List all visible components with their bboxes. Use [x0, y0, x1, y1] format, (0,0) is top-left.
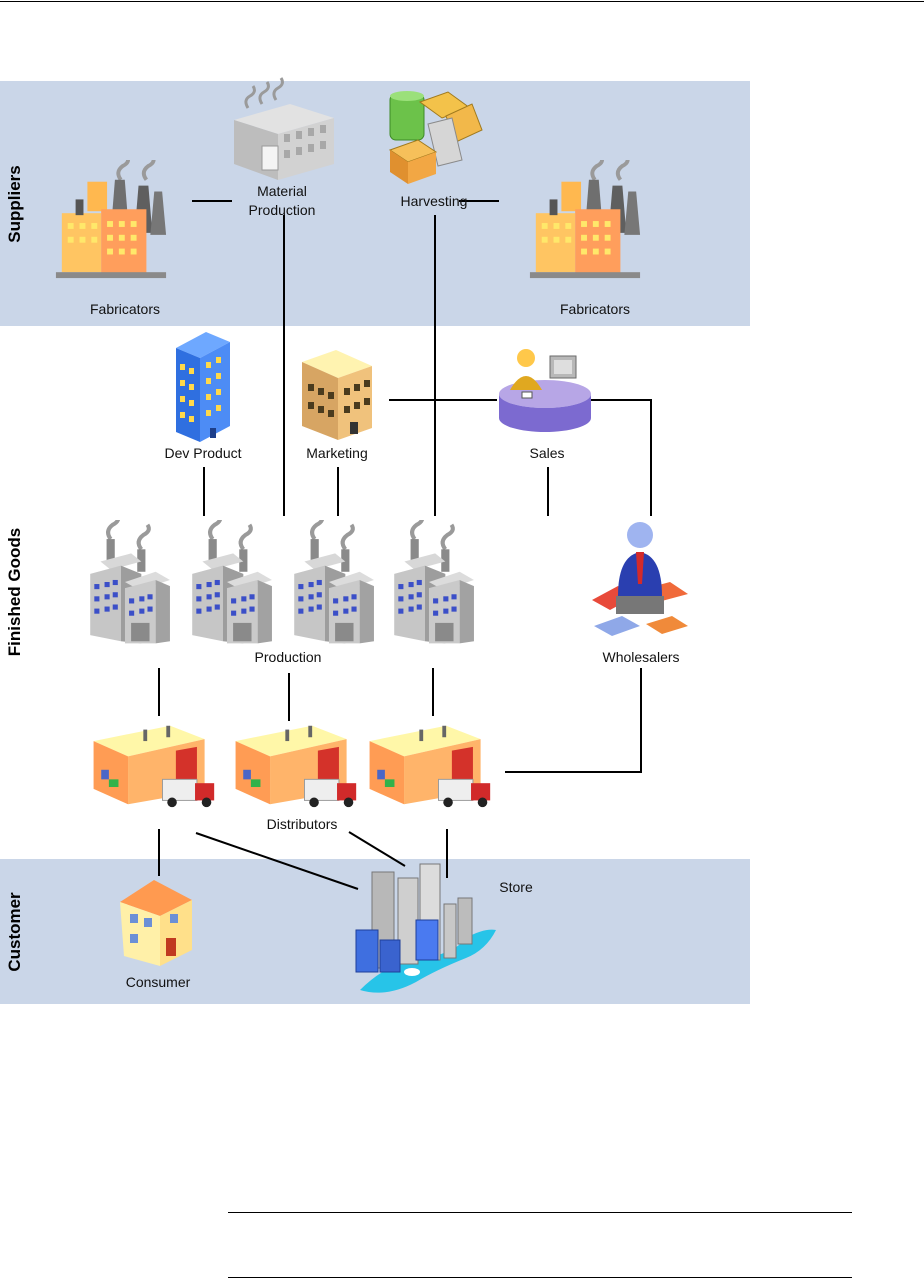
- distributor-warehouse-icon: [235, 725, 357, 808]
- harvesting-icon: [388, 91, 483, 184]
- production-factory-icon: [192, 515, 272, 644]
- production-factory-icon: [394, 515, 474, 644]
- consumer-house-icon: [120, 880, 192, 966]
- label-production: Production: [255, 649, 322, 665]
- footer-rule-bottom: [228, 1277, 852, 1278]
- distributor-warehouse-icon: [93, 725, 215, 808]
- production-factory-icon: [294, 515, 374, 644]
- label-consumer: Consumer: [126, 974, 191, 990]
- footer-rule-top: [228, 1212, 852, 1213]
- dev-product-icon: [176, 332, 230, 442]
- distributor-warehouse-icon: [369, 725, 491, 808]
- label-sales: Sales: [529, 445, 564, 461]
- label-material-production-line2: Production: [249, 202, 316, 218]
- material-production-icon: [234, 77, 334, 180]
- production-factory-icon: [90, 515, 170, 644]
- label-marketing: Marketing: [306, 445, 367, 461]
- page-top-rule: [0, 1, 924, 2]
- label-dev-product: Dev Product: [164, 445, 241, 461]
- store-city-icon: [355, 863, 496, 993]
- label-fabricators-right: Fabricators: [560, 301, 630, 317]
- band-title-finished-goods: Finished Goods: [5, 528, 24, 656]
- sales-icon: [499, 349, 591, 432]
- connector-lines: [158, 200, 652, 890]
- label-wholesalers: Wholesalers: [602, 649, 679, 665]
- label-fabricators-left: Fabricators: [90, 301, 160, 317]
- label-store: Store: [499, 879, 533, 895]
- label-distributors: Distributors: [267, 816, 338, 832]
- band-title-customer: Customer: [5, 892, 24, 972]
- wholesaler-icon: [592, 522, 688, 636]
- label-harvesting: Harvesting: [401, 193, 468, 209]
- band-title-suppliers: Suppliers: [5, 165, 24, 242]
- marketing-icon: [302, 350, 372, 440]
- suppliers-band: [0, 81, 750, 326]
- label-material-production-line1: Material: [257, 183, 307, 199]
